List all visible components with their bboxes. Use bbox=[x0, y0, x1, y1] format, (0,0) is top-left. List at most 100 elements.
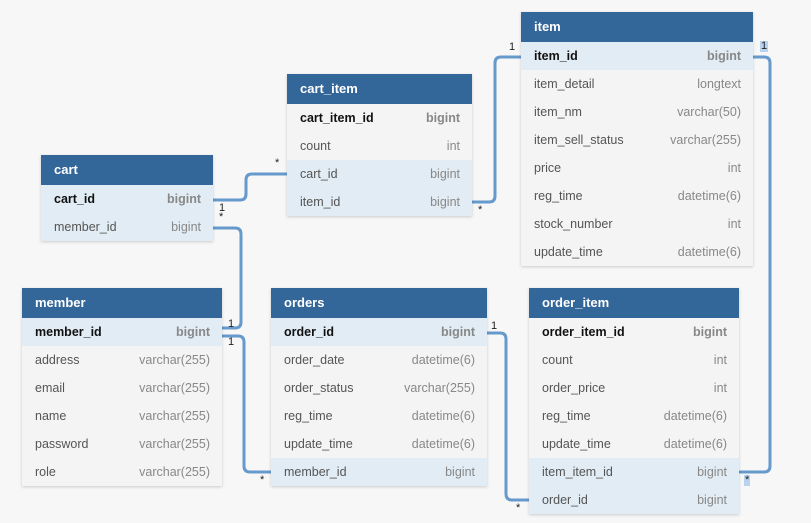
table-row[interactable]: cart_item_id bigint bbox=[287, 104, 472, 132]
table-row[interactable]: stock_number int bbox=[521, 210, 753, 238]
table-row[interactable]: item_id bigint bbox=[521, 42, 753, 70]
table-header: member bbox=[22, 288, 222, 318]
table-row[interactable]: member_id bigint bbox=[41, 213, 213, 241]
cardinality-many: * bbox=[744, 474, 751, 486]
column-name: role bbox=[35, 465, 56, 479]
column-type: int bbox=[727, 217, 741, 231]
column-name: password bbox=[35, 437, 89, 451]
table-row[interactable]: order_item_id bigint bbox=[529, 318, 739, 346]
column-type: bigint bbox=[440, 325, 475, 339]
table-row[interactable]: name varchar(255) bbox=[22, 402, 222, 430]
column-type: varchar(255) bbox=[139, 381, 210, 395]
column-name: item_nm bbox=[534, 105, 582, 119]
table-row[interactable]: role varchar(255) bbox=[22, 458, 222, 486]
column-type: datetime(6) bbox=[663, 437, 727, 451]
table-row[interactable]: cart_id bigint bbox=[287, 160, 472, 188]
column-name: item_item_id bbox=[542, 465, 613, 479]
table-row[interactable]: price int bbox=[521, 154, 753, 182]
column-name: reg_time bbox=[534, 189, 583, 203]
cardinality-one: 1 bbox=[228, 336, 235, 348]
table-orders[interactable]: orders order_id bigint order_date dateti… bbox=[271, 288, 487, 486]
table-row[interactable]: update_time datetime(6) bbox=[521, 238, 753, 266]
table-header: order_item bbox=[529, 288, 739, 318]
column-name: order_date bbox=[284, 353, 345, 367]
cardinality-one: 1 bbox=[491, 320, 498, 332]
cardinality-one: 1 bbox=[219, 202, 226, 214]
table-header: orders bbox=[271, 288, 487, 318]
table-row[interactable]: cart_id bigint bbox=[41, 185, 213, 213]
column-name: cart_item_id bbox=[300, 111, 374, 125]
table-row[interactable]: item_sell_status varchar(255) bbox=[521, 126, 753, 154]
table-header: cart bbox=[41, 155, 213, 185]
cardinality-many: * bbox=[478, 204, 483, 216]
column-name: member_id bbox=[35, 325, 102, 339]
column-name: name bbox=[35, 409, 67, 423]
column-name: update_time bbox=[542, 437, 611, 451]
column-name: order_price bbox=[542, 381, 606, 395]
cardinality-many: * bbox=[219, 211, 224, 223]
column-type: bigint bbox=[706, 49, 741, 63]
column-name: order_item_id bbox=[542, 325, 625, 339]
table-row[interactable]: reg_time datetime(6) bbox=[529, 402, 739, 430]
column-type: datetime(6) bbox=[411, 409, 475, 423]
column-type: int bbox=[713, 381, 727, 395]
column-name: email bbox=[35, 381, 65, 395]
table-row[interactable]: update_time datetime(6) bbox=[529, 430, 739, 458]
column-type: varchar(255) bbox=[404, 381, 475, 395]
edge-member-to-orders[interactable] bbox=[222, 334, 271, 474]
table-row[interactable]: order_status varchar(255) bbox=[271, 374, 487, 402]
column-name: cart_id bbox=[300, 167, 338, 181]
edge-item-to-order-item[interactable] bbox=[739, 55, 772, 474]
edge-item-to-cart-item[interactable] bbox=[472, 55, 521, 204]
column-type: datetime(6) bbox=[411, 437, 475, 451]
table-row[interactable]: order_id bigint bbox=[271, 318, 487, 346]
table-order-item[interactable]: order_item order_item_id bigint count in… bbox=[529, 288, 739, 514]
column-type: int bbox=[727, 161, 741, 175]
table-row[interactable]: order_price int bbox=[529, 374, 739, 402]
column-type: int bbox=[713, 353, 727, 367]
column-name: order_id bbox=[284, 325, 335, 339]
column-type: datetime(6) bbox=[663, 409, 727, 423]
column-type: datetime(6) bbox=[411, 353, 475, 367]
column-type: varchar(255) bbox=[670, 133, 741, 147]
edge-member-to-cart[interactable] bbox=[213, 226, 243, 330]
table-row[interactable]: order_id bigint bbox=[529, 486, 739, 514]
column-name: cart_id bbox=[54, 192, 95, 206]
table-row[interactable]: item_id bigint bbox=[287, 188, 472, 216]
column-name: update_time bbox=[534, 245, 603, 259]
column-name: update_time bbox=[284, 437, 353, 451]
column-type: bigint bbox=[697, 465, 727, 479]
column-type: datetime(6) bbox=[677, 245, 741, 259]
column-name: order_id bbox=[542, 493, 588, 507]
column-name: item_id bbox=[534, 49, 578, 63]
table-row[interactable]: reg_time datetime(6) bbox=[271, 402, 487, 430]
table-row[interactable]: reg_time datetime(6) bbox=[521, 182, 753, 210]
edge-cart-to-cart-item[interactable] bbox=[213, 172, 287, 202]
table-row[interactable]: count int bbox=[287, 132, 472, 160]
column-name: reg_time bbox=[542, 409, 591, 423]
table-row[interactable]: address varchar(255) bbox=[22, 346, 222, 374]
column-type: bigint bbox=[430, 195, 460, 209]
table-row[interactable]: password varchar(255) bbox=[22, 430, 222, 458]
table-row[interactable]: order_date datetime(6) bbox=[271, 346, 487, 374]
table-row[interactable]: item_nm varchar(50) bbox=[521, 98, 753, 126]
table-member[interactable]: member member_id bigint address varchar(… bbox=[22, 288, 222, 486]
table-row[interactable]: member_id bigint bbox=[22, 318, 222, 346]
table-row[interactable]: update_time datetime(6) bbox=[271, 430, 487, 458]
table-row[interactable]: member_id bigint bbox=[271, 458, 487, 486]
column-name: item_sell_status bbox=[534, 133, 624, 147]
table-row[interactable]: item_item_id bigint bbox=[529, 458, 739, 486]
edge-orders-to-order-item[interactable] bbox=[487, 331, 529, 502]
column-type: varchar(255) bbox=[139, 437, 210, 451]
column-type: bigint bbox=[171, 220, 201, 234]
table-cart-item[interactable]: cart_item cart_item_id bigint count int … bbox=[287, 74, 472, 216]
table-row[interactable]: item_detail longtext bbox=[521, 70, 753, 98]
table-item[interactable]: item item_id bigint item_detail longtext… bbox=[521, 12, 753, 266]
table-cart[interactable]: cart cart_id bigint member_id bigint bbox=[41, 155, 213, 241]
column-name: order_status bbox=[284, 381, 354, 395]
column-type: bigint bbox=[692, 325, 727, 339]
table-row[interactable]: count int bbox=[529, 346, 739, 374]
table-row[interactable]: email varchar(255) bbox=[22, 374, 222, 402]
column-name: address bbox=[35, 353, 80, 367]
